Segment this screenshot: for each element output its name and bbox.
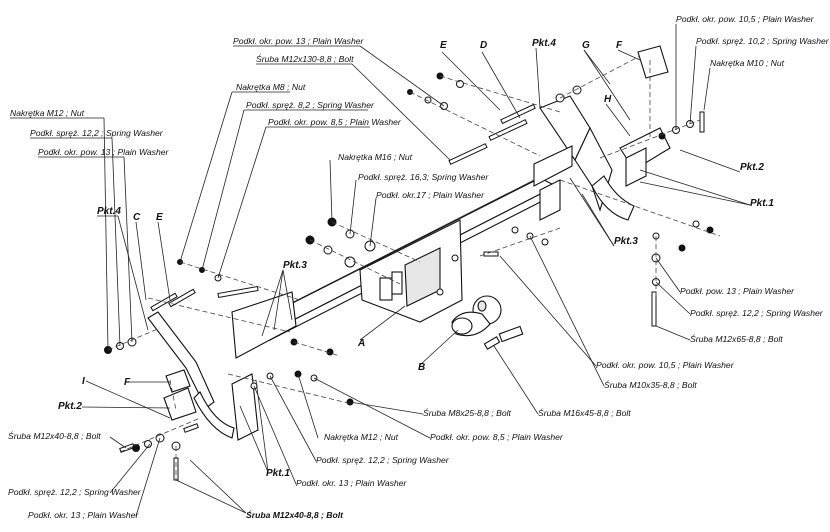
right-side-bracket [533,45,671,221]
label-pkt3-center: Pkt.3 [283,260,307,271]
label-plain-washer-13-top: Podkł. okr. pow. 13 ; Plain Washer [233,36,365,46]
label-pkt1-bottom: Pkt.1 [266,468,290,479]
label-bolt-m12x40-left: Śruba M12x40-8,8 ; Bolt [8,430,101,441]
label-plain-washer-10-5-mid: Podkł. okr. pow. 10,5 ; Plain Washer [596,360,735,370]
label-bolt-m12x65: Śruba M12x65-8,8 ; Bolt [690,333,783,344]
label-plain-washer-13-bottom-left: Podkł. okr. 13 ; Plain Washer [28,510,139,520]
label-bolt-m10x35: Śruba M10x35-8,8 ; Bolt [604,379,697,390]
label-nut-m8: Nakrętka M8 ; Nut [236,82,306,92]
label-letter-b: B [418,362,425,373]
label-letter-a: A [357,338,365,349]
label-spring-washer-8-2: Podkł. spręż. 8,2 ; Spring Washer [246,100,375,110]
label-pkt2-left: Pkt.2 [58,401,82,412]
label-plain-washer-17: Podkł. okr.17 ; Plain Washer [376,190,485,200]
assembly-axes [107,55,721,480]
label-letter-c-left: C [133,212,141,223]
callout-labels: Nakrętka M12 ; Nut Podkł. spręż. 12,2 ; … [8,14,830,520]
label-letter-f-top: F [616,40,623,51]
label-letter-i: I [82,376,85,387]
label-letter-g: G [582,40,590,51]
label-nut-m12-bottom: Nakrętka M12 ; Nut [324,432,399,442]
label-bolt-m12x40-bottom: Śruba M12x40-8,8 ; Bolt [246,509,344,520]
label-letter-e-top: E [440,40,447,51]
label-bolt-m8x25: Śruba M8x25-8,8 ; Bolt [423,407,512,418]
label-bolt-m16x45: Śruba M16x45-8,8 ; Bolt [538,407,631,418]
label-pkt3-right: Pkt.3 [614,236,638,247]
label-pkt4-left: Pkt.4 [97,206,121,217]
tow-ball [451,295,524,350]
leader-lines [10,24,751,517]
label-spring-washer-10-2: Podkł. spręż. 10,2 ; Spring Washer [696,36,830,46]
label-bolt-m12x130: Śruba M12x130-8,8 ; Bolt [256,53,354,64]
label-spring-washer-16-3: Podkł. spręż. 16,3; Spring Washer [358,172,489,182]
label-pkt1-right: Pkt.1 [750,198,774,209]
label-spring-washer-12-2-bottom-left: Podkł. spręż. 12,2 ; Spring Washer [8,487,142,497]
label-plain-washer-8-5-top: Podkł. okr. pow. 8,5 ; Plain Washer [268,117,402,127]
label-nut-m10: Nakrętka M10 ; Nut [710,58,785,68]
label-nut-m16: Nakrętka M16 ; Nut [338,152,413,162]
label-plain-washer-13-right: Podkł. pow. 13 ; Plain Washer [680,286,795,296]
label-plain-washer-8-5-bottom: Podkł. okr. pow. 8,5 ; Plain Washer [430,432,564,442]
label-letter-h: H [604,94,612,105]
left-side-bracket [147,291,297,441]
label-plain-washer-10-5-top: Podkł. okr. pow. 10,5 ; Plain Washer [676,14,815,24]
label-plain-washer-13-left: Podkł. okr. pow. 13 ; Plain Washer [38,147,170,157]
label-plain-washer-13-bottom: Podkł. okr. 13 ; Plain Washer [296,478,407,488]
label-spring-washer-12-2-right: Podkł. spręż. 12,2 ; Spring Washer [690,308,824,318]
label-spring-washer-12-2-left: Podkł. spręż. 12,2 ; Spring Washer [30,128,164,138]
label-nut-m12-left: Nakrętka M12 ; Nut [10,108,85,118]
label-pkt2-right: Pkt.2 [740,162,764,173]
label-spring-washer-12-2-bottom: Podkł. spręż. 12,2 ; Spring Washer [316,455,450,465]
label-letter-d-top: D [480,40,487,51]
label-letter-f-left: F [124,377,131,388]
label-letter-e-left: E [156,212,163,223]
label-pkt4-top: Pkt.4 [532,38,556,49]
